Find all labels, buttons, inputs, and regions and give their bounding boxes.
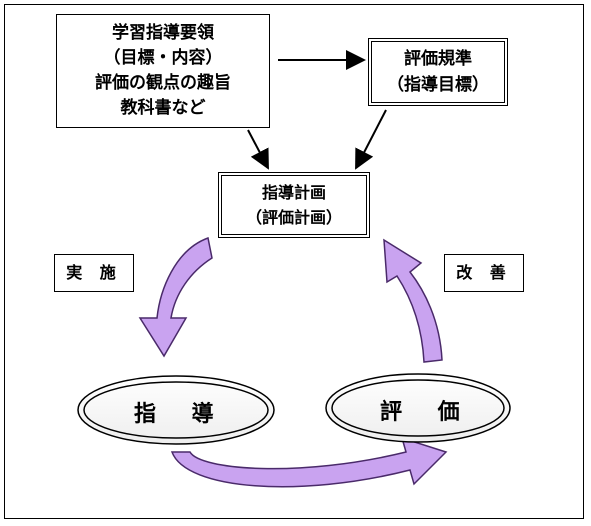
arrow-standard-to-plan xyxy=(355,109,387,170)
label-jisshi: 実 施 xyxy=(54,254,134,292)
source-box: 学習指導要領 （目標・内容） 評価の観点の趣旨 教科書など xyxy=(56,14,270,128)
ring-label-hyouka: 評 価 xyxy=(380,400,474,425)
purple-arrow-kaizen xyxy=(383,238,443,363)
standard-box: 評価規準 （指導目標） xyxy=(368,38,508,106)
plan-line: 指導計画 xyxy=(261,183,326,202)
ring-label-shidou: 指 導 xyxy=(134,402,228,427)
standard-line: （指導目標） xyxy=(387,75,489,95)
purple-arrow-jisshi xyxy=(138,236,213,358)
plan-box: 指導計画 （評価計画） xyxy=(218,172,370,238)
source-line: 教科書など xyxy=(120,98,206,118)
source-line: （目標・内容） xyxy=(103,48,223,68)
standard-line: 評価規準 xyxy=(404,49,472,69)
ring-shidou xyxy=(77,375,275,445)
source-line: 学習指導要領 xyxy=(112,23,214,43)
plan-line: （評価計画） xyxy=(245,208,342,227)
source-line: 評価の観点の趣旨 xyxy=(95,73,231,93)
ring-hyouka xyxy=(325,373,511,443)
label-kaizen: 改 善 xyxy=(444,254,524,292)
purple-arrow-bottom xyxy=(170,436,448,488)
arrow-source-to-plan xyxy=(247,129,269,170)
